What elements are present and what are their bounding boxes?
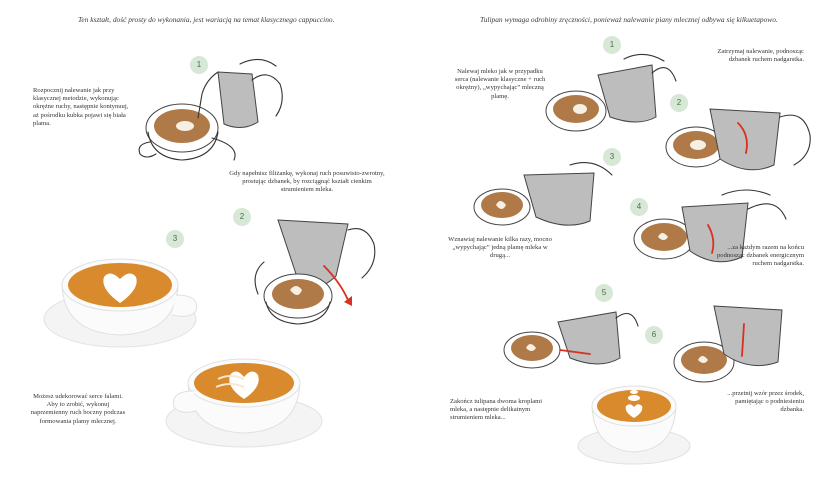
tulip-step-3-illustration	[473, 162, 613, 226]
right-page: Tulipan wymaga odrobiny zręczności, poni…	[420, 0, 840, 480]
step-badge: 1	[603, 36, 621, 54]
step-4-text: ...za każdym razem na końcu podnosząc dz…	[716, 244, 804, 268]
tulip-step-1-illustration	[545, 53, 677, 132]
step-badge: 2	[233, 208, 251, 226]
step-2-text: Zatrzymaj nalewanie, podnosząc dzbanek r…	[717, 48, 804, 64]
step-badge: 3	[603, 148, 621, 166]
step-badge: 6	[645, 326, 663, 344]
step-3-text: Możesz udekorować serce falami. Aby to z…	[30, 393, 126, 425]
step-2-text: Gdy napełnisz filiżankę, wykonaj ruch po…	[229, 170, 385, 194]
step-badge: 3	[166, 230, 184, 248]
step-badge: 2	[670, 94, 688, 112]
step-1-text: Nalewaj mleko jak w przypadku serca (nal…	[454, 68, 546, 100]
tulip-cappuccino-photo	[577, 385, 691, 465]
tulip-step-2-illustration	[665, 108, 811, 171]
step-6-text: ...przetnij wzór przez środek, pamiętają…	[727, 390, 804, 414]
step-badge: 5	[595, 284, 613, 302]
pour-step-1-illustration	[138, 58, 283, 161]
tulip-step-4-illustration	[633, 189, 787, 263]
step-badge: 1	[190, 56, 208, 74]
pour-step-2-illustration	[254, 219, 376, 325]
step-3-text: Wznawiaj nalewanie kilka razy, mocno „wy…	[448, 236, 552, 260]
step-1-text: Rozpocznij nalewanie jak przy klasycznej…	[33, 87, 129, 127]
right-page-header: Tulipan wymaga odrobiny zręczności, poni…	[480, 15, 778, 24]
left-page-header: Ten kształt, dość prosty do wykonania, j…	[78, 15, 335, 24]
step-5-text: Zakończ tulipana dwoma kroplami mleka, a…	[450, 398, 543, 422]
wave-heart-cappuccino-photo	[165, 358, 323, 448]
step-badge: 4	[630, 198, 648, 216]
heart-cappuccino-photo	[43, 258, 198, 348]
tulip-step-6-illustration	[673, 305, 783, 383]
left-page: Ten kształt, dość prosty do wykonania, j…	[30, 15, 385, 448]
tulip-step-5-illustration	[503, 311, 639, 369]
